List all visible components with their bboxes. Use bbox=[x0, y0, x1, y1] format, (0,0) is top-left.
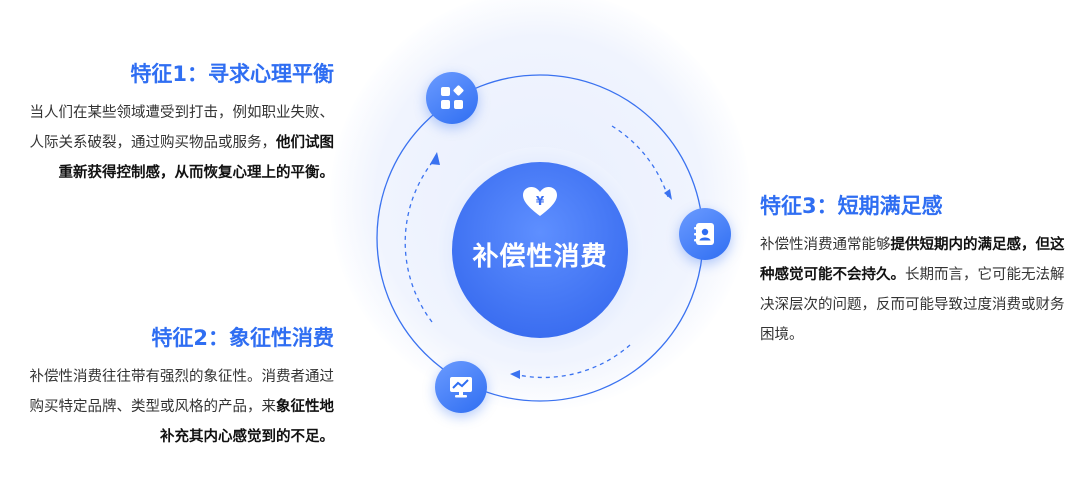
feature-3-text: 补偿性消费通常能够提供短期内的满足感，但这种感觉可能不会持久。长期而言，它可能无… bbox=[760, 237, 1065, 343]
feature-2-bold: 象征性地补充其内心感觉到的不足。 bbox=[160, 399, 334, 445]
feature-1-text: 当人们在某些领域遭受到打击，例如职业失败、人际关系破裂，通过购买物品或服务，他们… bbox=[29, 105, 335, 181]
dashed-arc-top bbox=[611, 125, 669, 198]
apps-grid-icon bbox=[441, 85, 464, 109]
contact-book-icon bbox=[694, 223, 714, 245]
arrow-bottom bbox=[510, 370, 520, 379]
feature-3-bold: 提供短期内的满足感，但这种感觉可能不会持久。 bbox=[760, 237, 1065, 283]
feature-2-title: 特征2：象征性消费 bbox=[151, 326, 334, 350]
feature-3-title: 特征3：短期满足感 bbox=[760, 194, 943, 218]
feature-1-bold: 他们试图重新获得控制感，从而恢复心理上的平衡。 bbox=[58, 135, 335, 181]
node-feature-1 bbox=[426, 72, 478, 124]
node-feature-2 bbox=[435, 361, 487, 413]
feature-1: 特征1：寻求心理平衡 当人们在某些领域遭受到打击，例如职业失败、人际关系破裂，通… bbox=[28, 58, 335, 188]
feature-3: 特征3：短期满足感 补偿性消费通常能够提供短期内的满足感，但这种感觉可能不会持久… bbox=[760, 190, 1065, 350]
feature-2: 特征2：象征性消费 补偿性消费往往带有强烈的象征性。消费者通过购买特定品牌、类型… bbox=[28, 322, 335, 452]
dashed-arc-left bbox=[404, 159, 435, 323]
arrow-top bbox=[664, 189, 672, 200]
feature-2-text: 补偿性消费往往带有强烈的象征性。消费者通过购买特定品牌、类型或风格的产品，来象征… bbox=[29, 369, 335, 445]
arrow-left bbox=[430, 152, 440, 165]
svg-text:¥: ¥ bbox=[536, 194, 545, 208]
heart-yen-icon: ¥ bbox=[523, 187, 557, 216]
node-feature-3 bbox=[679, 208, 731, 260]
center-circle bbox=[452, 162, 628, 338]
center-title: 补偿性消费 bbox=[472, 242, 608, 272]
dashed-arc-bottom bbox=[517, 344, 631, 379]
feature-1-title: 特征1：寻求心理平衡 bbox=[130, 62, 334, 86]
chart-monitor-icon bbox=[450, 377, 472, 398]
